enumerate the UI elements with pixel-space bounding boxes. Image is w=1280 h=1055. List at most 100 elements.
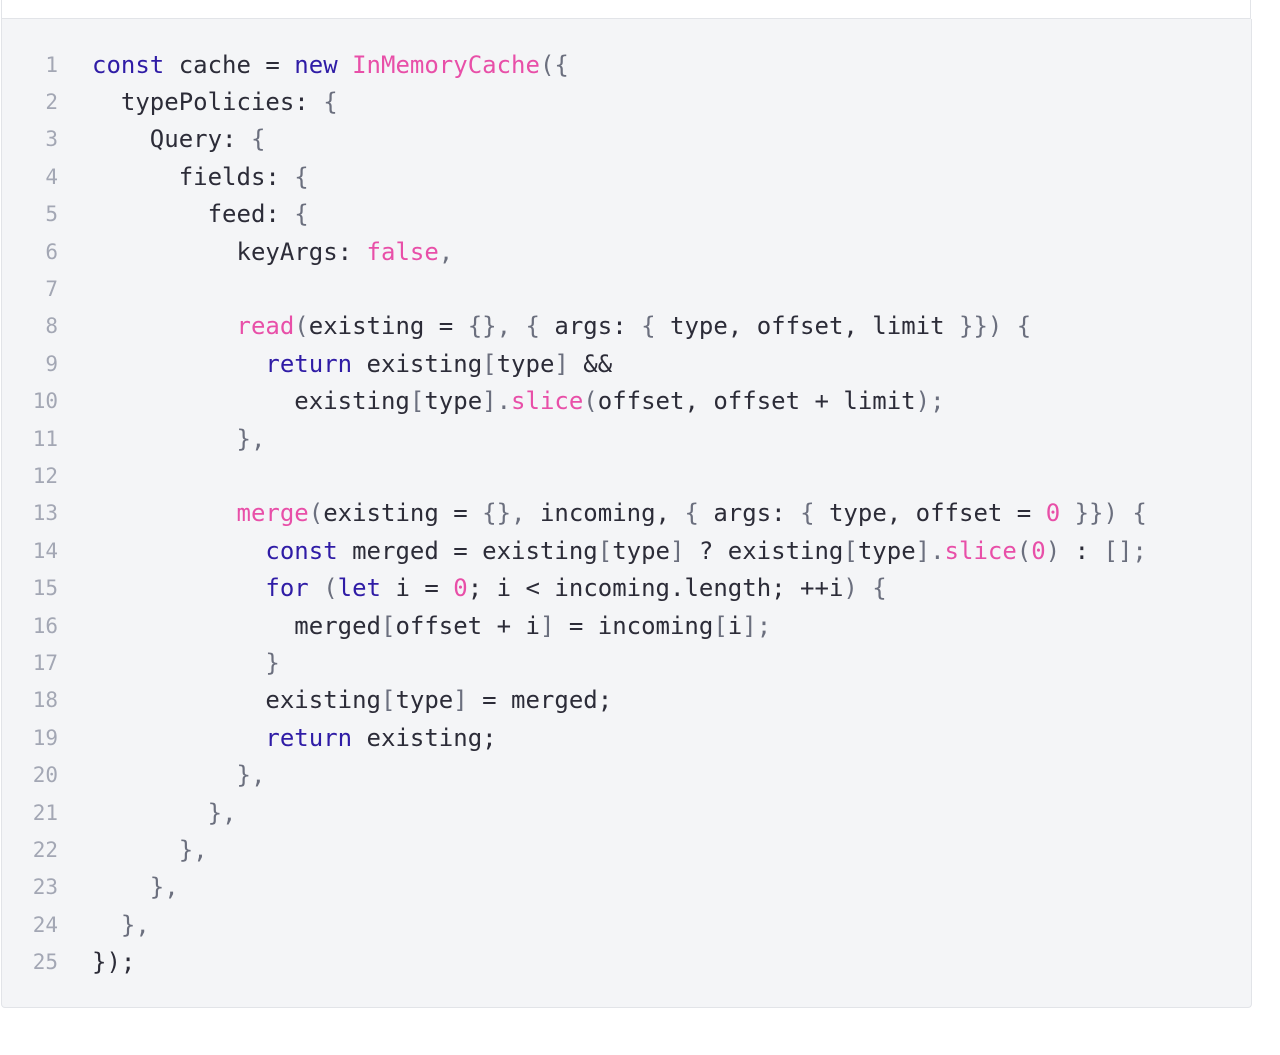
code-token: && xyxy=(568,349,613,378)
code-token: }}) { xyxy=(1060,499,1147,528)
code-line: 12 xyxy=(2,457,1147,494)
code-line: 13 merge(existing = {}, incoming, { args… xyxy=(2,495,1147,532)
code-token: ( xyxy=(308,574,338,603)
code-token: [ xyxy=(409,387,425,416)
line-number: 15 xyxy=(32,576,58,601)
code-block-header xyxy=(1,0,1251,19)
code-token: type, offset, limit xyxy=(655,312,959,341)
line-number: 12 xyxy=(32,463,58,488)
code-line: 21 }, xyxy=(2,794,1147,831)
code-token: merged = existing xyxy=(337,536,598,565)
code-token xyxy=(92,799,208,827)
code-token: }, xyxy=(120,910,150,939)
code-text: }, xyxy=(92,799,237,827)
code-text: typePolicies: { xyxy=(92,88,338,116)
line-number: 7 xyxy=(45,277,58,302)
code-token xyxy=(92,836,179,864)
code-token: [ xyxy=(380,686,396,715)
code-token: type xyxy=(857,536,916,565)
code-token: ; i < incoming.length; ++i xyxy=(467,574,844,603)
code-token: existing = xyxy=(308,312,468,341)
code-token: ] xyxy=(453,686,468,715)
code-token: ] xyxy=(539,611,555,640)
line-number: 9 xyxy=(45,351,58,376)
code-token: slice xyxy=(944,536,1017,565)
line-number: 8 xyxy=(45,314,58,339)
line-number: 23 xyxy=(32,875,58,900)
code-token: { xyxy=(800,499,815,528)
code-token xyxy=(92,911,121,939)
code-line: 15 for (let i = 0; i < incoming.length; … xyxy=(2,569,1147,606)
code-token: keyArgs: xyxy=(92,237,367,266)
code-text: merge(existing = {}, incoming, { args: {… xyxy=(92,499,1147,527)
code-token: ] xyxy=(554,349,569,378)
line-number: 21 xyxy=(32,800,58,825)
code-token: { xyxy=(641,312,656,341)
code-token: [ xyxy=(713,611,728,640)
code-text: } xyxy=(92,649,279,677)
code-token: 0 xyxy=(1031,536,1046,565)
code-token: [ xyxy=(380,611,396,640)
code-text: Query: { xyxy=(92,125,266,153)
code-token: { xyxy=(294,162,309,191)
code-line: 25}); xyxy=(2,943,1147,980)
code-token: type xyxy=(395,686,454,715)
code-token: merged xyxy=(92,611,381,640)
code-line: 18 existing[type] = merged; xyxy=(2,682,1147,719)
code-token: ]. xyxy=(915,536,945,565)
code-token: = incoming xyxy=(554,611,714,640)
code-token: new xyxy=(294,50,338,79)
code-token: existing = xyxy=(323,499,483,528)
code-token: ({ xyxy=(539,50,569,79)
code-text: fields: { xyxy=(92,163,309,191)
code-token: i xyxy=(727,611,743,640)
code-text: }, xyxy=(92,873,179,901)
code-token: ( xyxy=(294,312,309,341)
code-token: }, xyxy=(149,873,179,902)
code-token: }); xyxy=(92,948,136,977)
line-number: 24 xyxy=(32,912,58,937)
code-token: return xyxy=(265,349,353,378)
line-number: 11 xyxy=(32,426,58,451)
code-token: existing xyxy=(92,686,381,715)
code-line: 4 fields: { xyxy=(2,158,1147,195)
code-token: 0 xyxy=(453,574,468,603)
line-number: 14 xyxy=(32,538,58,563)
code-token: existing xyxy=(352,349,483,378)
code-token: offset, offset + limit xyxy=(597,387,916,416)
code-token xyxy=(92,312,237,340)
code-token xyxy=(92,537,265,565)
code-token: const xyxy=(92,50,165,79)
code-token: ]. xyxy=(482,387,512,416)
line-number: 16 xyxy=(32,613,58,638)
code-token: type xyxy=(424,387,483,416)
code-token: {}, xyxy=(482,499,540,528)
code-line: 7 xyxy=(2,270,1147,307)
code-token xyxy=(92,724,265,752)
code-token: ) { xyxy=(843,574,887,603)
code-token: : xyxy=(1060,536,1104,565)
code-token: }, xyxy=(178,835,208,864)
code-text: }, xyxy=(92,836,208,864)
code-line: 5 feed: { xyxy=(2,196,1147,233)
code-text: merged[offset + i] = incoming[i]; xyxy=(92,612,771,640)
code-token: {}, { xyxy=(467,312,540,341)
code-token xyxy=(92,499,237,527)
line-number: 10 xyxy=(32,389,58,414)
code-token: }}) { xyxy=(959,312,1032,341)
code-token: return xyxy=(265,723,353,752)
line-number: 20 xyxy=(32,763,58,788)
code-token: args: xyxy=(539,312,642,341)
code-line: 17 } xyxy=(2,644,1147,681)
code-token: type xyxy=(612,536,670,565)
code-token: [ xyxy=(482,349,497,378)
code-text: feed: { xyxy=(92,200,309,228)
code-token: merge xyxy=(236,499,309,528)
code-line: 14 const merged = existing[type] ? exist… xyxy=(2,532,1147,569)
line-number: 19 xyxy=(32,725,58,750)
code-token: type, offset = xyxy=(814,499,1046,528)
code-token: ( xyxy=(583,387,598,416)
code-text: }, xyxy=(92,425,266,453)
code-token: incoming, xyxy=(539,499,685,528)
